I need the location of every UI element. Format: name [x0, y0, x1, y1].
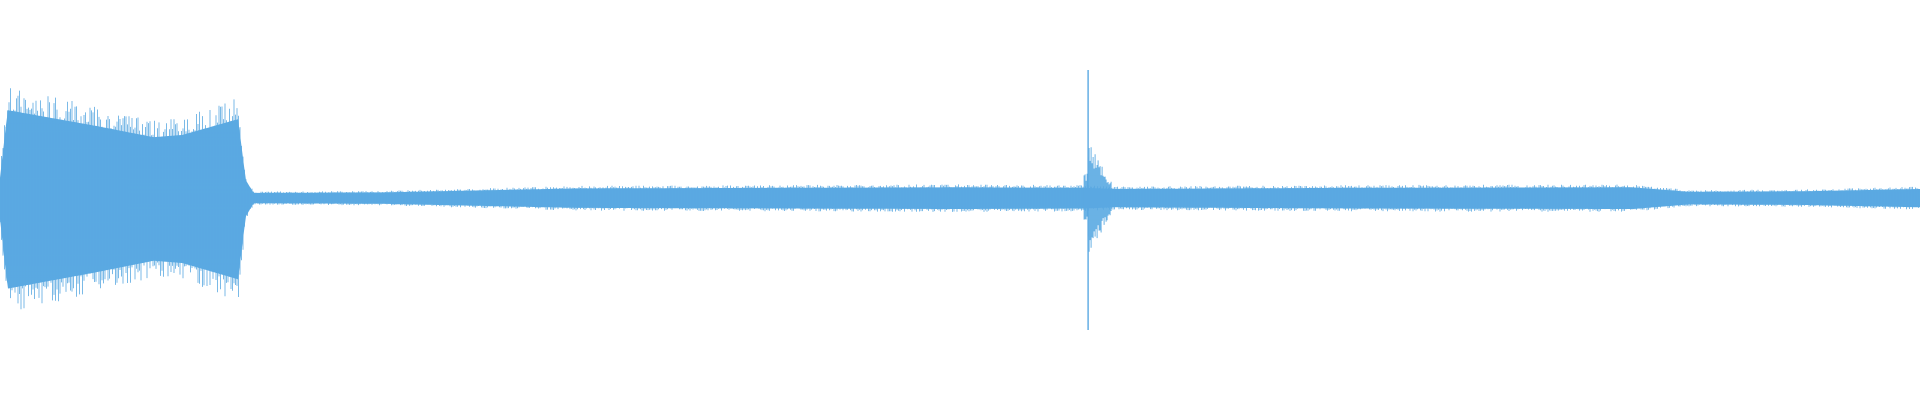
- waveform-sample-strokes: [0, 88, 1919, 310]
- waveform-strokes: [0, 88, 1919, 310]
- waveform-transients: [1083, 70, 1112, 330]
- waveform-transient-burst-1: [1083, 147, 1112, 252]
